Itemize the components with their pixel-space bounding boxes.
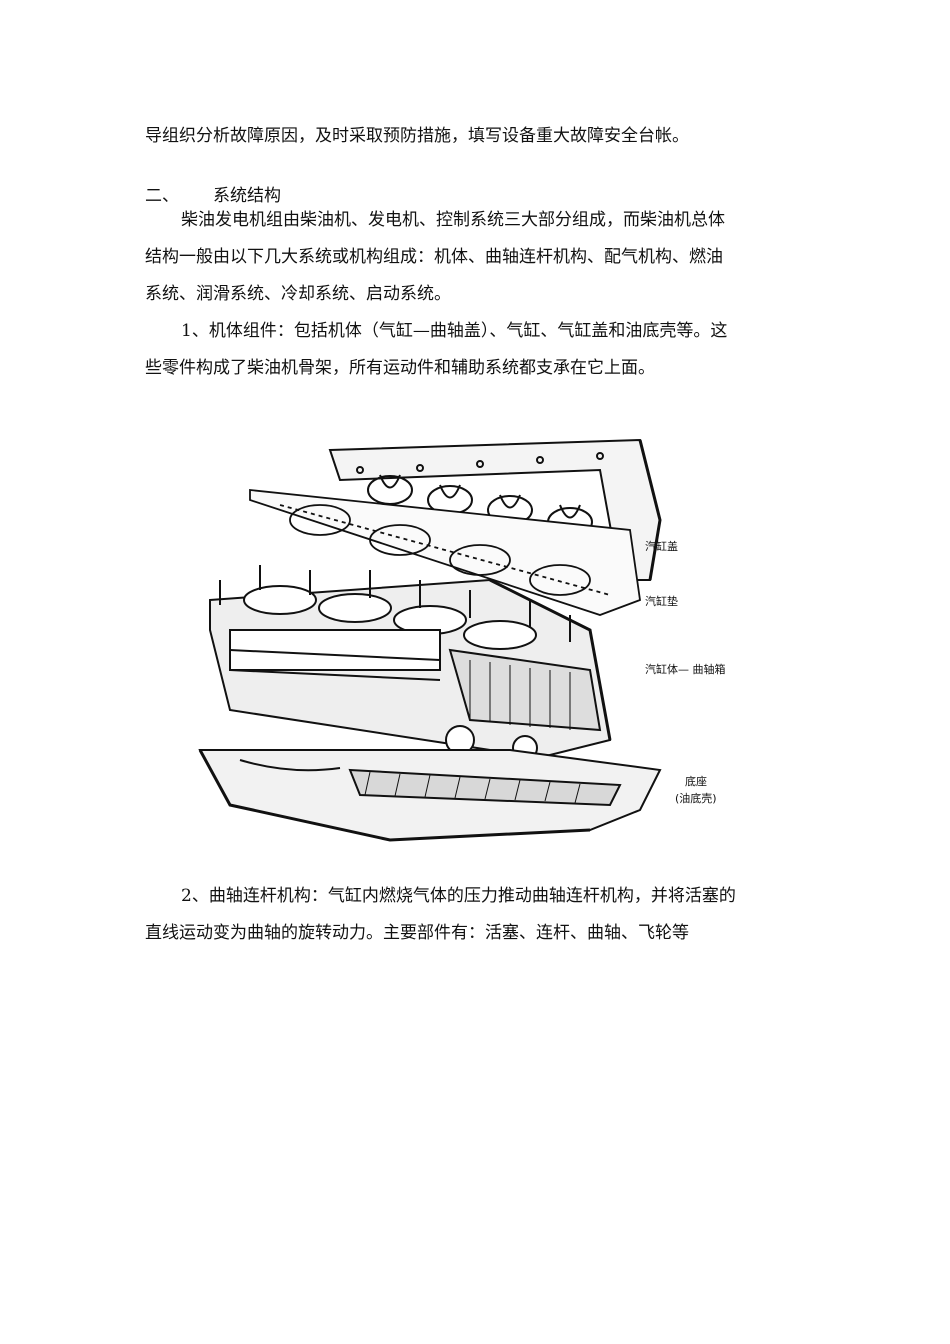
oil-pan-drawing (198, 749, 662, 842)
paragraph-body-line-2: 些零件构成了柴油机骨架，所有运动件和辅助系统都支承在它上面。 (145, 358, 655, 378)
label-engine-block: 汽缸体— 曲轴箱 (645, 662, 726, 676)
label-base-sub: (油底壳) (675, 791, 717, 805)
paragraph-intro-line-2: 结构一般由以下几大系统或机构组成：机体、曲轴连杆机构、配气机构、燃油 (145, 247, 723, 267)
engine-block-drawing (209, 565, 612, 762)
label-cylinder-gasket: 汽缸垫 (645, 594, 678, 608)
paragraph-crank-line-1: 2、曲轴连杆机构：气缸内燃烧气体的压力推动曲轴连杆机构，并将活塞的 (181, 886, 736, 906)
engine-block-exploded-diagram: 汽缸盖 汽缸垫 汽缸体— 曲轴箱 底座 (油底壳) (198, 438, 726, 842)
label-cylinder-head: 汽缸盖 (645, 539, 678, 553)
section-heading: 二、 系统结构 (145, 185, 281, 207)
paragraph-intro-line-1: 柴油发电机组由柴油机、发电机、控制系统三大部分组成，而柴油机总体 (181, 210, 725, 230)
cylinder-gasket-drawing (249, 489, 641, 616)
section-number: 二、 (145, 186, 179, 206)
section-title: 系统结构 (213, 186, 281, 206)
paragraph-intro-line-3: 系统、润滑系统、冷却系统、启动系统。 (145, 284, 451, 304)
paragraph-crank-line-2: 直线运动变为曲轴的旋转动力。主要部件有：活塞、连杆、曲轴、飞轮等 (145, 923, 689, 943)
text-line-continued: 导组织分析故障原因，及时采取预防措施，填写设备重大故障安全台帐。 (145, 126, 689, 146)
paragraph-body-line-1: 1、机体组件：包括机体（气缸—曲轴盖）、气缸、气缸盖和油底壳等。这 (181, 321, 728, 341)
label-base: 底座 (685, 774, 707, 788)
